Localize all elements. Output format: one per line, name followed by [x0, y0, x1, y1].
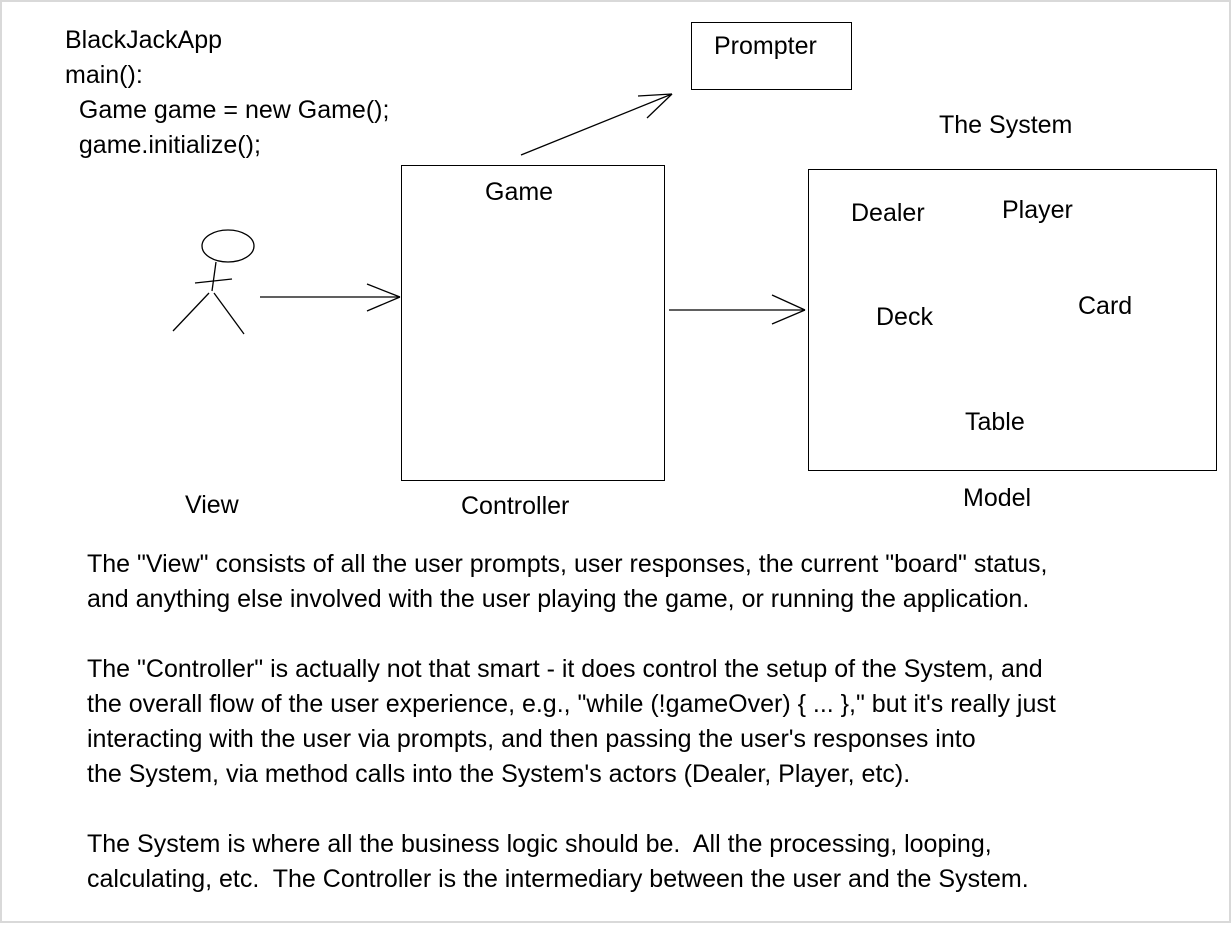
view-description-line: and anything else involved with the user… — [87, 585, 1030, 613]
user-stick-figure-icon — [172, 229, 255, 335]
model-label: Model — [963, 484, 1032, 512]
arrow-view-to-controller — [260, 283, 401, 312]
view-label: View — [185, 491, 239, 519]
arrow-controller-to-model — [669, 294, 806, 325]
code-snippet-line: game.initialize(); — [65, 131, 261, 159]
system-member-dealer: Dealer — [851, 199, 925, 227]
system-model-box — [808, 169, 1217, 471]
controller-label: Controller — [461, 492, 570, 520]
system-member-deck: Deck — [876, 303, 933, 331]
controller-description-line: the System, via method calls into the Sy… — [87, 760, 911, 788]
system-title: The System — [939, 111, 1073, 139]
system-description-line: The System is where all the business log… — [87, 830, 992, 858]
view-description-line: The "View" consists of all the user prom… — [87, 550, 1048, 578]
prompter-box — [691, 22, 852, 90]
controller-description-line: the overall flow of the user experience,… — [87, 690, 1056, 718]
prompter-label: Prompter — [714, 32, 817, 60]
game-label: Game — [485, 178, 554, 206]
arrow-game-to-prompter — [520, 93, 673, 156]
controller-description-line: The "Controller" is actually not that sm… — [87, 655, 1043, 683]
system-member-table: Table — [965, 408, 1025, 436]
controller-description-line: interacting with the user via prompts, a… — [87, 725, 976, 753]
system-member-card: Card — [1078, 292, 1133, 320]
system-description-line: calculating, etc. The Controller is the … — [87, 865, 1029, 893]
code-snippet-line: main(): — [65, 61, 143, 89]
game-controller-box — [401, 165, 665, 481]
code-snippet-line: Game game = new Game(); — [65, 96, 390, 124]
code-snippet-line: BlackJackApp — [65, 26, 223, 54]
system-member-player: Player — [1002, 196, 1073, 224]
